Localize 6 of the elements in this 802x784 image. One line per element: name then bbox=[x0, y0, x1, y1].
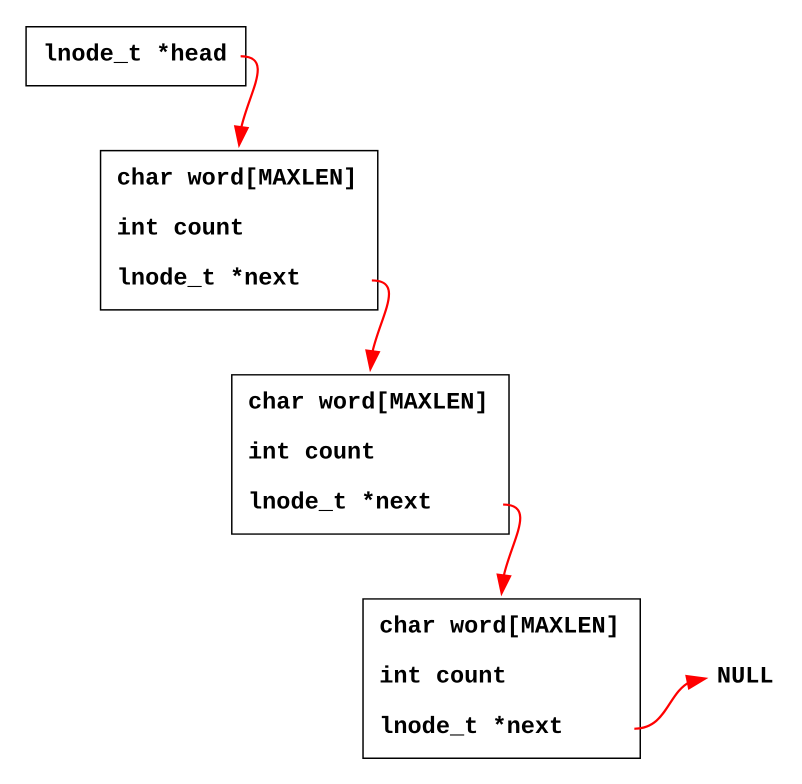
node-box: char word[MAXLEN] int count lnode_t *next bbox=[362, 598, 641, 758]
node-box: char word[MAXLEN] int count lnode_t *next bbox=[231, 374, 510, 534]
arrow bbox=[634, 674, 708, 730]
node-text: NULL bbox=[716, 663, 774, 690]
node-box: lnode_t *head bbox=[25, 26, 247, 86]
node-box: char word[MAXLEN] int count lnode_t *next bbox=[100, 149, 379, 310]
